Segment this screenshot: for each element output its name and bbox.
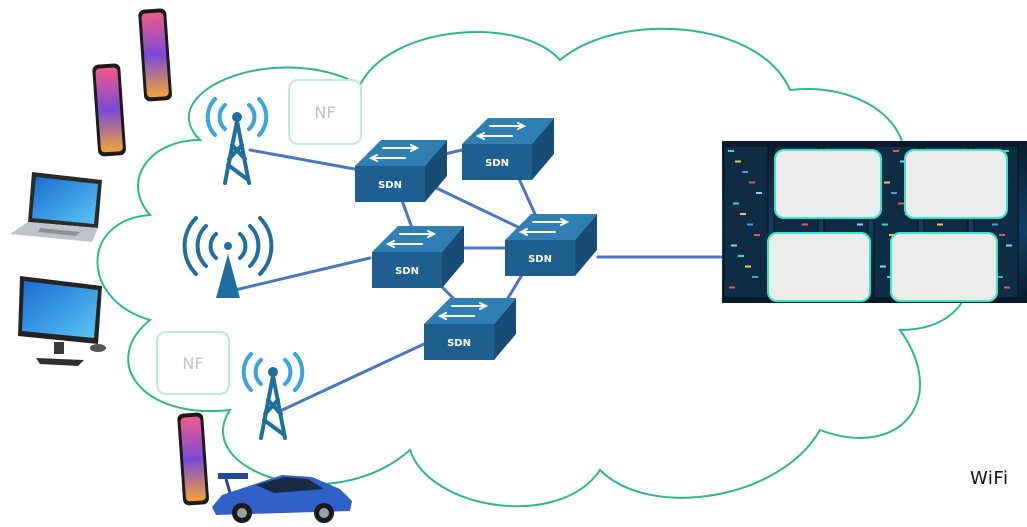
server-rack bbox=[723, 145, 769, 299]
sdn-switch-label: SDN bbox=[485, 158, 509, 169]
rack-led bbox=[740, 213, 746, 215]
rack-led bbox=[1003, 150, 1009, 152]
link-ap-switch-c bbox=[233, 256, 372, 292]
smartphone-icon bbox=[138, 8, 172, 102]
rack-led bbox=[731, 244, 737, 247]
vm-slot-top-left bbox=[774, 149, 882, 219]
link-tower-top-switch-a bbox=[248, 148, 362, 172]
smartphone-icon bbox=[177, 412, 209, 506]
rack-led bbox=[1006, 244, 1012, 247]
vm-slot-bottom-right bbox=[890, 232, 998, 302]
nf-box-top: NF bbox=[288, 79, 362, 145]
desktop-monitor-icon bbox=[18, 276, 106, 366]
rack-led bbox=[745, 265, 751, 268]
rack-led bbox=[891, 192, 897, 194]
cell-tower-icon bbox=[241, 352, 305, 440]
smartphone-icon bbox=[92, 63, 126, 157]
nf-label-bottom: NF bbox=[182, 354, 203, 373]
link-switch-a-d bbox=[428, 183, 522, 230]
rack-led bbox=[738, 255, 744, 257]
rack-led bbox=[900, 160, 906, 163]
rack-led bbox=[752, 276, 758, 278]
sdn-switch-label: SDN bbox=[378, 180, 402, 191]
nf-box-bottom: NF bbox=[156, 331, 230, 395]
wifi-caption: WiFi bbox=[970, 468, 1009, 489]
sdn-switch-e: SDN bbox=[424, 298, 516, 360]
rack-led bbox=[937, 223, 943, 226]
wifi-access-point-icon bbox=[182, 216, 274, 298]
sdn-switch-c: SDN bbox=[372, 226, 464, 288]
rack-led bbox=[893, 150, 899, 152]
sdn-switch-label: SDN bbox=[447, 338, 471, 349]
sdn-switch-d: SDN bbox=[505, 214, 597, 276]
rack-led bbox=[756, 192, 762, 194]
data-center bbox=[722, 141, 1027, 303]
sdn-switch-a: SDN bbox=[355, 140, 447, 202]
rack-led bbox=[729, 286, 735, 289]
rack-led bbox=[889, 234, 895, 236]
rack-led bbox=[747, 223, 753, 226]
rack-led bbox=[1004, 286, 1010, 289]
network-links bbox=[233, 148, 744, 414]
rack-led bbox=[754, 234, 760, 236]
nf-label-top: NF bbox=[314, 103, 335, 122]
sdn-switch-label: SDN bbox=[528, 254, 552, 265]
sdn-switch-group: SDN SDN SDN SDN SDN bbox=[355, 118, 597, 360]
rack-led bbox=[884, 181, 890, 184]
laptop-icon bbox=[10, 172, 102, 242]
rack-led bbox=[882, 223, 888, 226]
sdn-switch-label: SDN bbox=[395, 266, 419, 277]
rack-led bbox=[802, 223, 808, 226]
link-tower-bottom-switch-e bbox=[276, 342, 426, 414]
rack-led bbox=[999, 234, 1005, 236]
sdn-switch-b: SDN bbox=[462, 118, 554, 180]
rack-led bbox=[857, 223, 863, 226]
rack-led bbox=[749, 181, 755, 184]
vm-slot-bottom-left bbox=[767, 232, 871, 302]
link-switch-c-e bbox=[438, 283, 457, 302]
sports-car-icon bbox=[212, 473, 352, 523]
rack-led bbox=[992, 223, 998, 226]
rack-led bbox=[733, 202, 739, 205]
rack-led bbox=[735, 160, 741, 163]
rack-led bbox=[742, 171, 748, 173]
vm-slot-top-right bbox=[904, 149, 1008, 219]
rack-led bbox=[728, 150, 734, 152]
rack-led bbox=[880, 265, 886, 268]
rack-led bbox=[997, 276, 1003, 278]
cell-tower-icon bbox=[205, 97, 269, 185]
rack-led bbox=[898, 202, 904, 205]
